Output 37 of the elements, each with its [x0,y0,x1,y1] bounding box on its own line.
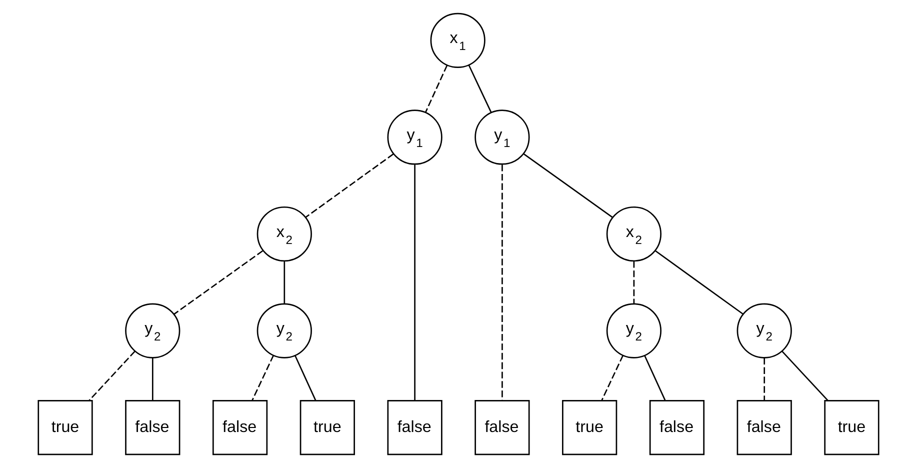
node-circle: y$_{1}$ [386,110,442,165]
connector [763,358,765,401]
connector [88,350,135,401]
node-circle: x$_{2}$ [606,206,661,262]
node-box: false [474,400,530,456]
connector [151,358,153,401]
node-box: false [648,400,704,456]
connector [654,250,743,314]
node-box: true [299,400,354,456]
node-box: true [37,400,92,456]
node-circle: x$_{1}$ [430,12,485,68]
node-box: false [736,400,792,456]
connector [632,261,634,304]
node-box: false [386,400,442,456]
connector [523,154,612,218]
connector [468,64,492,112]
node-circle: y$_{2}$ [606,303,661,358]
connector [414,164,415,400]
node-circle: y$_{2}$ [124,303,180,358]
node-circle: y$_{1}$ [474,110,530,165]
node-box: true [824,400,879,456]
node-box: true [562,400,617,456]
node-box: false [212,400,268,456]
node-circle: x$_{2}$ [256,206,312,262]
connector [424,65,448,113]
connector [781,350,828,401]
connector [305,154,394,218]
connector [600,355,624,401]
node-circle: y$_{2}$ [736,303,792,358]
connector [173,250,263,315]
node-circle: y$_{2}$ [256,303,312,358]
connector [283,261,285,304]
connector [644,356,666,400]
node-box: false [124,400,180,456]
connector [251,355,274,401]
connector [501,164,502,400]
connector [294,356,316,400]
